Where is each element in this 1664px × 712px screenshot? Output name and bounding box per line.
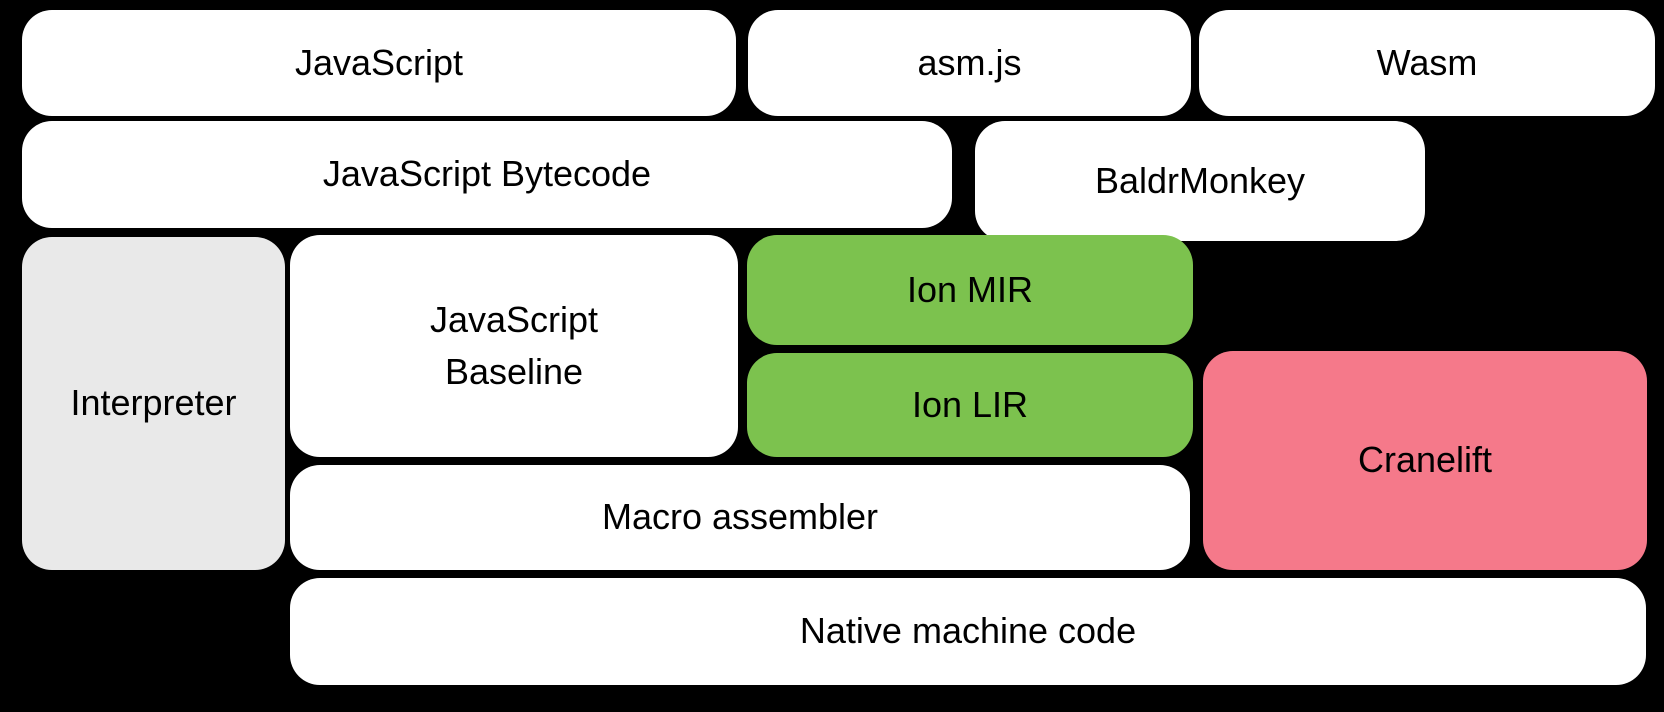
box-javascript: JavaScript bbox=[22, 10, 736, 116]
box-ion-mir: Ion MIR bbox=[747, 235, 1193, 345]
box-ion-lir: Ion LIR bbox=[747, 353, 1193, 457]
box-native-machine-code: Native machine code bbox=[290, 578, 1646, 685]
box-javascript-bytecode: JavaScript Bytecode bbox=[22, 121, 952, 228]
box-macro-assembler: Macro assembler bbox=[290, 465, 1190, 570]
box-baldrmonkey: BaldrMonkey bbox=[975, 121, 1425, 241]
box-asmjs: asm.js bbox=[748, 10, 1191, 116]
box-interpreter: Interpreter bbox=[22, 237, 285, 570]
box-wasm: Wasm bbox=[1199, 10, 1655, 116]
box-cranelift: Cranelift bbox=[1203, 351, 1647, 570]
box-javascript-baseline: JavaScript Baseline bbox=[290, 235, 738, 457]
